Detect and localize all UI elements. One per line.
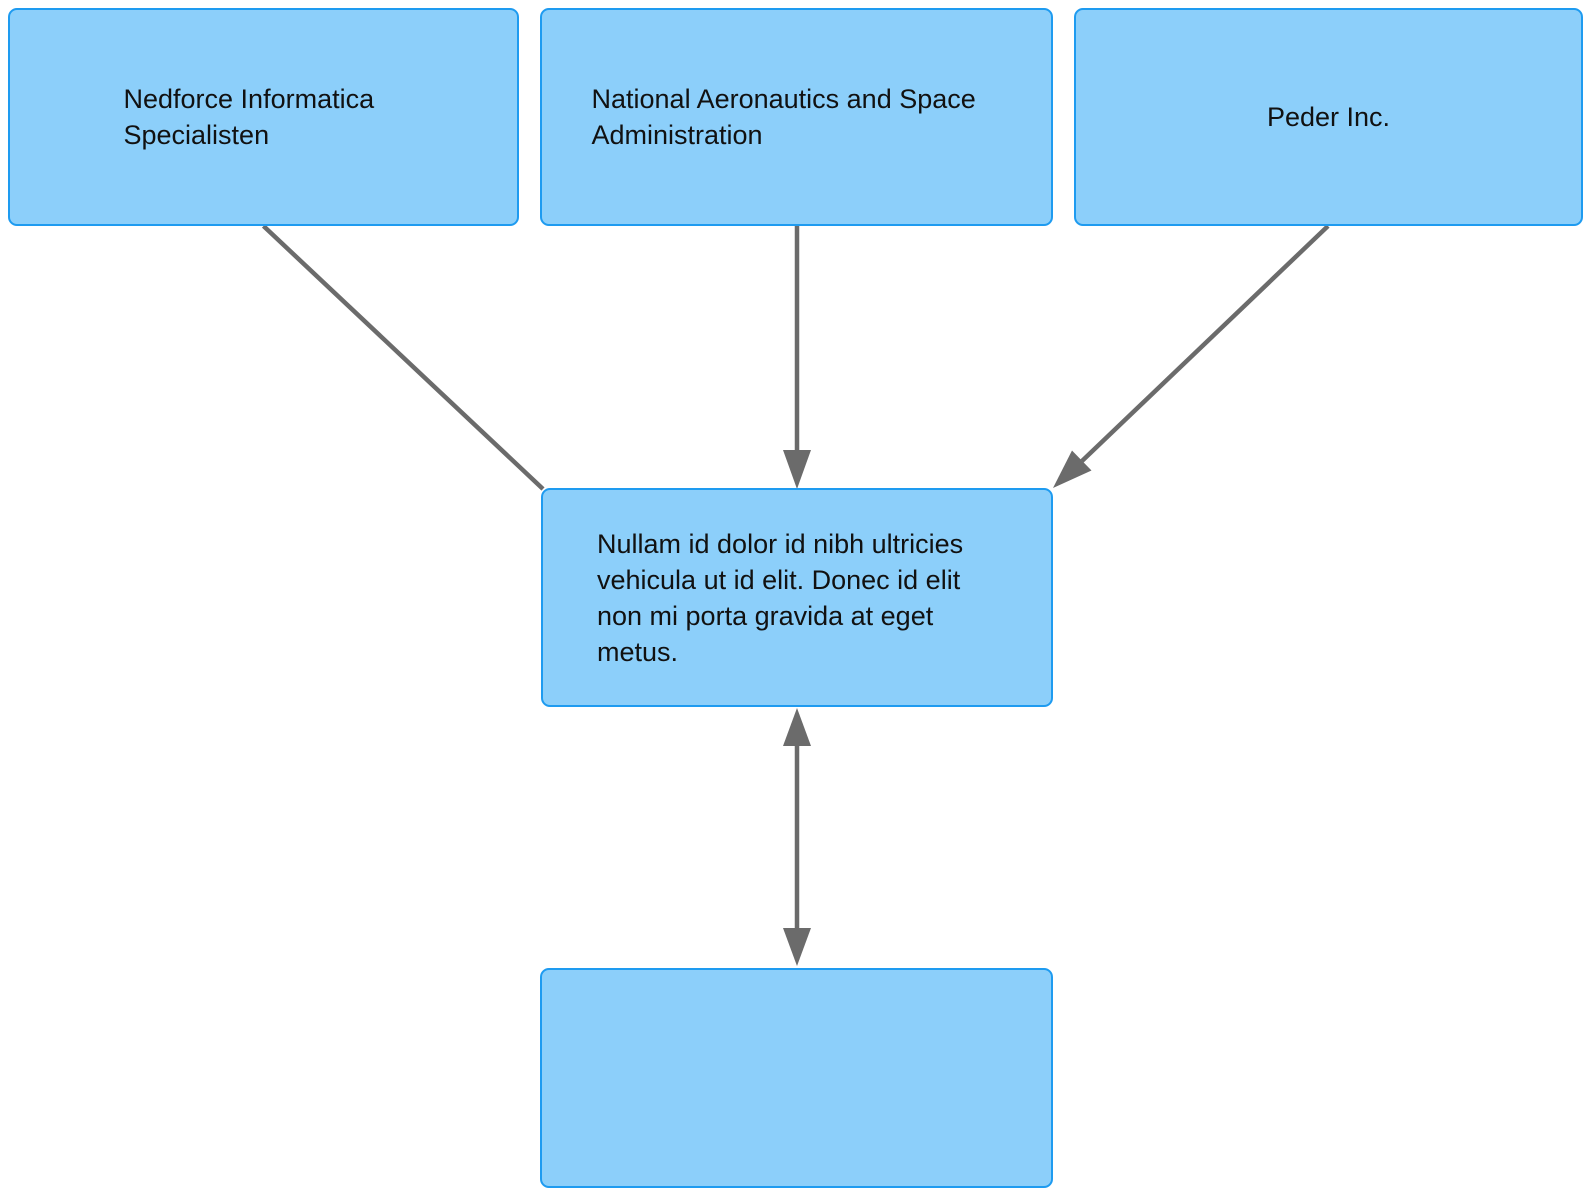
node-center[interactable]: Nullam id dolor id nibh ultricies vehicu… <box>541 488 1053 707</box>
arrowhead-icon <box>783 708 811 746</box>
connector-nasa-to-center <box>783 226 811 489</box>
node-nasa[interactable]: National Aeronautics and Space Administr… <box>540 8 1053 226</box>
node-nedforce[interactable]: Nedforce Informatica Specialisten <box>8 8 519 226</box>
node-peder[interactable]: Peder Inc. <box>1074 8 1583 226</box>
connector-center-to-bottom <box>783 708 811 966</box>
node-label: Nedforce Informatica Specialisten <box>123 84 375 150</box>
arrowhead-icon <box>783 928 811 966</box>
node-label: National Aeronautics and Space Administr… <box>591 84 976 150</box>
arrowhead-icon <box>1053 450 1092 488</box>
arrowhead-icon <box>783 450 811 489</box>
node-label: Nullam id dolor id nibh ultricies vehicu… <box>597 528 964 667</box>
connector-nedforce-to-center <box>261 224 545 491</box>
node-label: Peder Inc. <box>1266 102 1391 132</box>
connector-peder-to-center <box>1053 224 1330 488</box>
node-bottom[interactable] <box>540 968 1053 1188</box>
